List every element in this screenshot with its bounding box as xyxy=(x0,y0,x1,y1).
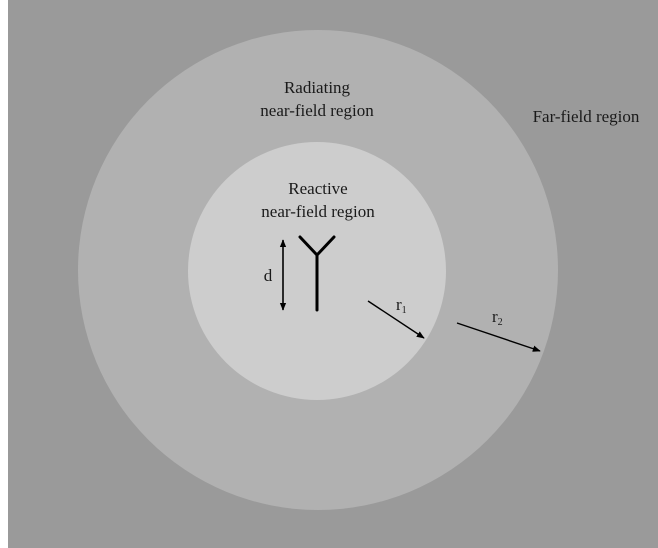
reactive-label-line1: Reactive xyxy=(288,179,347,198)
antenna-left-arm xyxy=(298,235,319,257)
r2-base: r xyxy=(492,307,498,326)
r1-arrow xyxy=(367,300,425,339)
r2-subscript: 2 xyxy=(498,317,503,328)
far-field-label: Far-field region xyxy=(533,107,640,126)
radiating-label-line2: near-field region xyxy=(260,101,374,120)
r1-subscript: 1 xyxy=(402,305,407,316)
reactive-label-line2: near-field region xyxy=(261,202,375,221)
r1-label: r1 xyxy=(396,295,407,316)
antenna-right-arm xyxy=(315,235,336,257)
r2-arrow xyxy=(456,322,541,352)
radiating-label-line1: Radiating xyxy=(284,78,351,97)
antenna-icon xyxy=(298,235,336,312)
r2-label: r2 xyxy=(492,307,503,328)
d-label: d xyxy=(264,266,273,285)
r1-base: r xyxy=(396,295,402,314)
